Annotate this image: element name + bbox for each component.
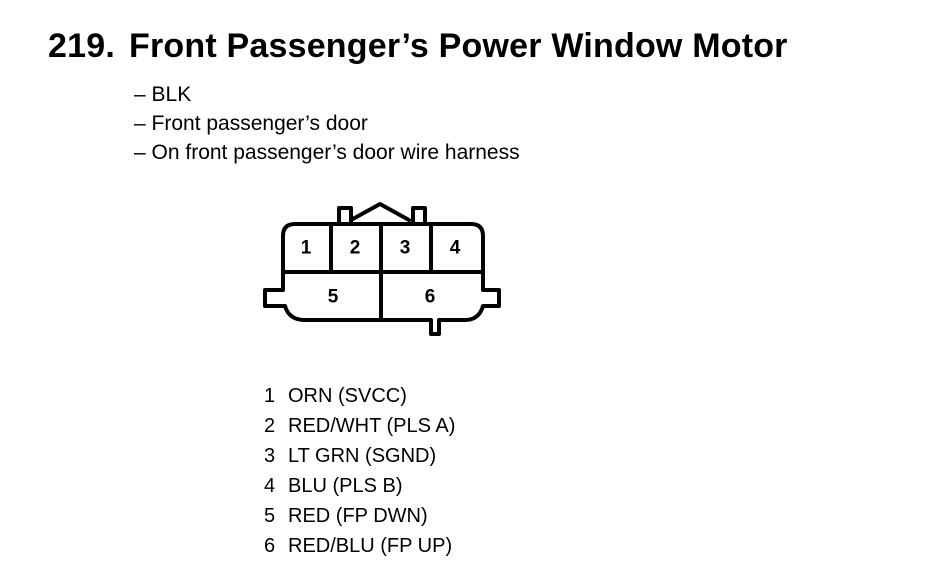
cavity-3-label: 3	[400, 238, 411, 259]
pin-wire: ORN (SVCC)	[288, 385, 407, 407]
connector-housing	[263, 222, 501, 336]
pin-row: 4 BLU (PLS B)	[264, 471, 455, 501]
cavity-4-label: 4	[450, 238, 461, 259]
cavity-1-label: 1	[301, 238, 312, 259]
connector-number: 219.	[48, 27, 115, 65]
pin-wire: RED/WHT (PLS A)	[288, 415, 456, 437]
pin-row: 2 RED/WHT (PLS A)	[264, 411, 455, 441]
connector-face-diagram: 1 2 3 4 5 6	[263, 202, 501, 336]
note-location: – Front passenger’s door	[134, 112, 368, 135]
pin-number: 5	[264, 505, 276, 527]
cavity-6-label: 6	[425, 287, 436, 308]
cavity-2-label: 2	[350, 238, 361, 259]
pin-row: 6 RED/BLU (FP UP)	[264, 531, 455, 561]
cavity-5-label: 5	[328, 287, 339, 308]
pin-number: 3	[264, 445, 276, 467]
pin-wire: RED (FP DWN)	[288, 505, 428, 527]
page-title: 219. Front Passenger’s Power Window Motor	[48, 26, 788, 66]
pin-row: 5 RED (FP DWN)	[264, 501, 455, 531]
connector-title: Front Passenger’s Power Window Motor	[128, 27, 788, 65]
locking-tab-right	[411, 206, 427, 226]
pin-list: 1 ORN (SVCC) 2 RED/WHT (PLS A) 3 LT GRN (SG…	[264, 381, 455, 561]
pin-wire: LT GRN (SGND)	[288, 445, 437, 467]
locking-tab-left	[337, 206, 353, 226]
note-harness: – On front passenger’s door wire harness	[134, 141, 520, 164]
pin-row: 3 LT GRN (SGND)	[264, 441, 455, 471]
pin-wire: RED/BLU (FP UP)	[288, 535, 453, 557]
pin-row: 1 ORN (SVCC)	[264, 381, 455, 411]
pin-number: 2	[264, 415, 276, 437]
connector-notes: – BLK – Front passenger’s door – On fron…	[134, 80, 520, 167]
pin-number: 6	[264, 535, 276, 557]
locking-tab-bridge	[349, 202, 411, 222]
note-color: – BLK	[134, 83, 192, 106]
pin-number: 4	[264, 475, 276, 497]
pin-wire: BLU (PLS B)	[288, 475, 403, 497]
pin-number: 1	[264, 385, 276, 407]
